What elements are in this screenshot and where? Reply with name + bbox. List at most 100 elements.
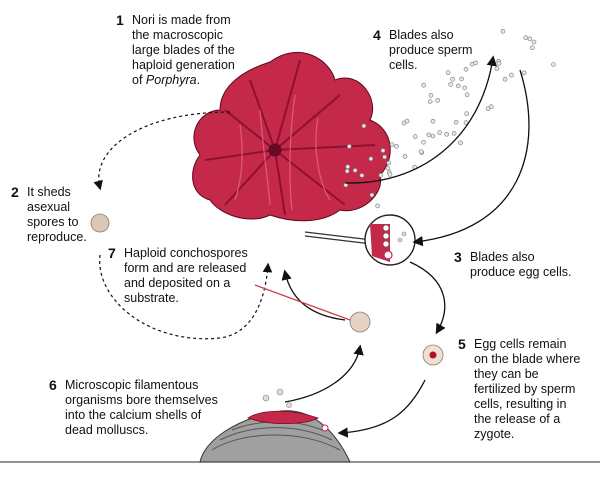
sperm-cell (430, 119, 436, 124)
sperm-cell (444, 132, 450, 137)
sperm-cell (437, 130, 443, 135)
step-1-label: 1 Nori is made from the macroscopic larg… (116, 13, 235, 88)
step-1-text: Nori is made from the macroscopic large … (132, 13, 235, 87)
sperm-cell (463, 120, 469, 125)
label-7-pointer (254, 284, 351, 321)
sperm-cell (359, 173, 365, 178)
sperm-cell (345, 164, 351, 169)
sperm-cell (459, 76, 464, 82)
small-spore (262, 394, 270, 402)
sperm-cell (380, 148, 386, 153)
asexual-spore (90, 213, 110, 233)
step-6-label: 6 Microscopic filamentous organisms bore… (49, 378, 218, 438)
sperm-cell (488, 104, 494, 109)
step-3-number: 3 (454, 249, 462, 265)
sperm-cell (368, 156, 374, 162)
sperm-cell (448, 82, 453, 87)
sperm-cell (378, 173, 384, 178)
sperm-cell (551, 62, 556, 67)
sperm-cell (445, 70, 451, 75)
sperm-cell (401, 120, 407, 126)
sperm-cell (458, 140, 463, 146)
sperm-cell (385, 165, 391, 171)
holdfast-line (304, 231, 373, 241)
step-2-text: It sheds asexual spores to reproduce. (27, 185, 87, 244)
sperm-cell (386, 160, 392, 166)
step-4-text: Blades also produce sperm cells. (389, 28, 473, 72)
step-1-number: 1 (116, 12, 124, 28)
sperm-cell (375, 203, 380, 209)
sperm-cell (469, 61, 475, 67)
step-7-number: 7 (108, 245, 116, 261)
sperm-cell (450, 76, 455, 82)
sperm-cell (455, 83, 461, 89)
sperm-cell (521, 70, 527, 76)
step-5-label: 5 Egg cells remain on the blade where th… (458, 337, 581, 442)
genus-name: Porphyra (145, 73, 197, 87)
mollusc-shell (199, 410, 351, 463)
arrow-to-shell (337, 379, 426, 438)
sperm-cell (369, 192, 375, 198)
sperm-cell (527, 36, 533, 42)
sperm-cells-cloud (343, 28, 556, 209)
sperm-cell (485, 106, 491, 111)
sperm-cell (500, 28, 506, 34)
step-4-label: 4 Blades also produce sperm cells. (373, 28, 473, 73)
sperm-cell (394, 144, 399, 149)
arrow-to-zygote (409, 261, 446, 335)
step-5-text: Egg cells remain on the blade where they… (474, 337, 581, 441)
sperm-cell (344, 168, 350, 174)
holdfast-line-2 (304, 235, 373, 245)
step-5-number: 5 (458, 336, 466, 352)
zygote (422, 344, 444, 366)
sperm-cell (451, 131, 457, 136)
sperm-cell (435, 98, 441, 103)
sperm-cell (427, 99, 433, 104)
sperm-cell (494, 66, 500, 71)
step-2-number: 2 (11, 184, 19, 200)
sperm-cell (426, 132, 432, 138)
sperm-cell (462, 85, 467, 91)
arrow-to-blade (281, 269, 346, 321)
step-3-text: Blades also produce egg cells. (470, 250, 572, 279)
step-3-label: 3 Blades also produce egg cells. (454, 250, 572, 280)
step-2-label: 2 It sheds asexual spores to reproduce. (11, 185, 87, 245)
sperm-cell (382, 154, 387, 160)
sperm-cell (496, 61, 502, 66)
sperm-cell (502, 76, 508, 82)
sperm-cell (361, 123, 367, 129)
step-6-text: Microscopic filamentous organisms bore t… (65, 378, 218, 437)
sperm-cell (418, 149, 424, 154)
sperm-cell (421, 139, 426, 145)
sperm-cell (428, 93, 434, 98)
nori-blade-illustration (192, 51, 391, 222)
small-spore (286, 402, 292, 408)
dashed-arrow-return (99, 254, 273, 340)
sperm-cell (430, 133, 436, 139)
sperm-cell (464, 111, 470, 116)
conchospore (349, 311, 371, 333)
step-6-number: 6 (49, 377, 57, 393)
arrow-to-conchospore (284, 344, 364, 403)
sperm-cell (464, 92, 470, 97)
sperm-cell (404, 118, 410, 124)
sperm-cell (463, 67, 469, 72)
sperm-cell (529, 45, 535, 51)
sperm-cell (412, 134, 418, 139)
sperm-cell (509, 72, 514, 78)
sperm-cell (421, 83, 427, 88)
sperm-cell (402, 154, 408, 159)
sperm-cell (346, 144, 352, 149)
dashed-arrow-shedding (93, 111, 231, 191)
small-spore (276, 388, 284, 396)
sperm-cell (389, 142, 395, 147)
sperm-cell (387, 172, 393, 177)
sperm-cell (453, 119, 459, 125)
blade-cross-section-zoom (364, 214, 416, 266)
sperm-cell (523, 35, 529, 41)
step-7-text: Haploid conchospores form and are releas… (124, 246, 248, 305)
step-7-label: 7 Haploid conchospores form and are rele… (108, 246, 248, 306)
step-4-number: 4 (373, 27, 381, 43)
